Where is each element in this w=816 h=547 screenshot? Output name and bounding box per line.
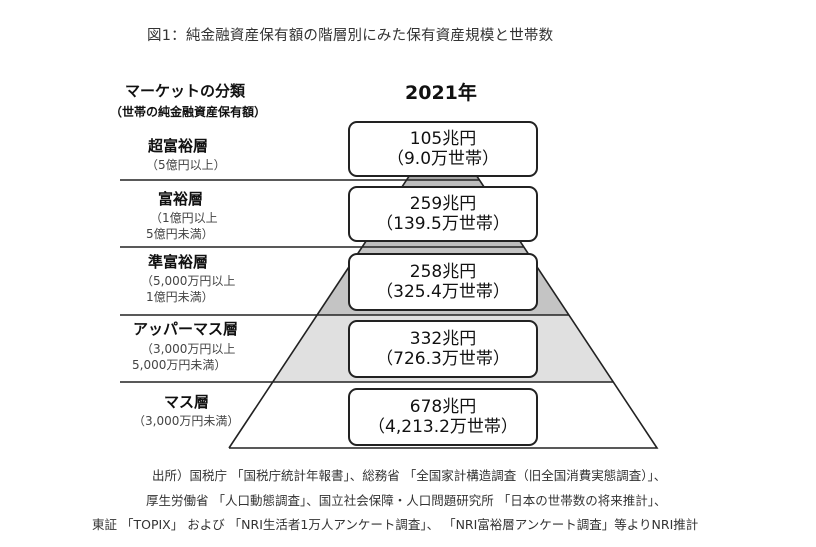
assets-value: 258兆円 (409, 262, 477, 282)
tier-range-wealthy-line1: （1億円以上 (150, 211, 218, 225)
tier-range-upper-mass-line2: 5,000万円未満） (132, 358, 227, 372)
tier-name-semi-wealthy: 準富裕層 (148, 253, 209, 271)
tier-range-semi-wealthy-line1: （5,000万円以上 (141, 274, 236, 288)
tier-range-upper-mass-line1: （3,000万円以上 (141, 342, 236, 356)
value-box-upper-mass: 332兆円 （726.3万世帯） (348, 320, 538, 378)
households-value: （9.0万世帯） (386, 149, 500, 169)
value-box-semi-wealthy: 258兆円 （325.4万世帯） (348, 253, 538, 311)
assets-value: 678兆円 (409, 397, 477, 417)
tier-name-mass: マス層 (164, 393, 210, 411)
tier-name-wealthy: 富裕層 (158, 190, 204, 208)
assets-value: 332兆円 (409, 329, 477, 349)
tier-name-ultra-wealthy: 超富裕層 (148, 137, 209, 155)
tier-range-ultra-wealthy: （5億円以上） (146, 158, 226, 172)
assets-value: 259兆円 (409, 194, 477, 214)
market-classification-header: マーケットの分類 (124, 82, 245, 100)
year-label: 2021年 (405, 82, 477, 104)
value-box-wealthy: 259兆円 （139.5万世帯） (348, 186, 538, 242)
tier-name-upper-mass: アッパーマス層 (133, 320, 239, 338)
market-classification-subheader: （世帯の純金融資産保有額） (109, 105, 266, 119)
assets-value: 105兆円 (409, 129, 477, 149)
households-value: （726.3万世帯） (376, 349, 510, 369)
source-line-2: 厚生労働省 「人口動態調査」、国立社会保障・人口問題研究所 「日本の世帯数の将来… (146, 493, 667, 508)
households-value: （4,213.2万世帯） (368, 417, 518, 437)
value-box-ultra-wealthy: 105兆円 （9.0万世帯） (348, 121, 538, 177)
pyramid-outline (228, 123, 659, 449)
households-value: （139.5万世帯） (376, 214, 510, 234)
tier-range-semi-wealthy-line2: 1億円未満） (146, 290, 214, 304)
households-value: （325.4万世帯） (376, 282, 510, 302)
tier-range-mass: （3,000万円未満） (133, 414, 240, 428)
source-line-1: 出所）国税庁 「国税庁統計年報書」、総務省 「全国家計構造調査（旧全国消費実態調… (152, 468, 667, 483)
value-box-mass: 678兆円 （4,213.2万世帯） (348, 388, 538, 446)
figure-title: 図1：純金融資産保有額の階層別にみた保有資産規模と世帯数 (147, 28, 554, 44)
tier-range-wealthy-line2: 5億円未満） (146, 227, 214, 241)
source-line-3: 東証 「TOPIX」 および 「NRI生活者1万人アンケート調査」、 「NRI富… (92, 517, 699, 532)
